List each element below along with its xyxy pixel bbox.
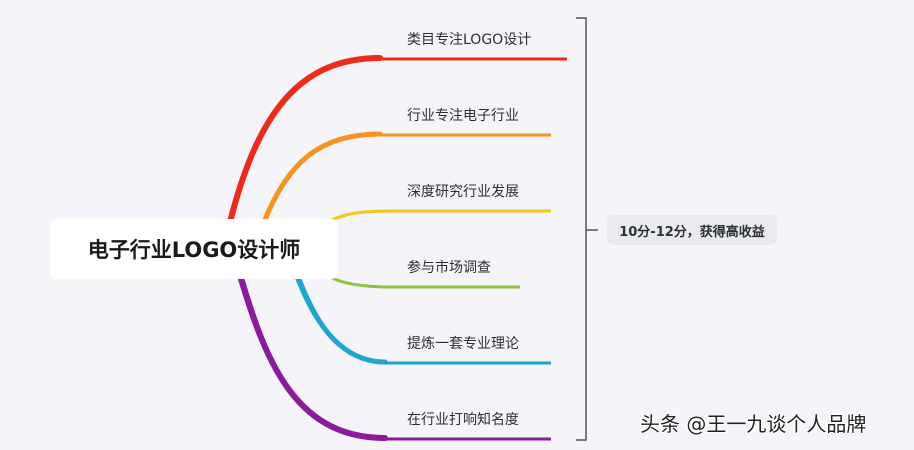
- branch-topic-6[interactable]: 在行业打响知名度: [407, 412, 519, 428]
- root-topic[interactable]: 电子行业LOGO设计师: [50, 219, 338, 279]
- branch-topic-2[interactable]: 行业专注电子行业: [407, 108, 519, 124]
- branch-topic-5[interactable]: 提炼一套专业理论: [407, 336, 519, 352]
- branch-topic-3[interactable]: 深度研究行业发展: [407, 184, 519, 200]
- summary-topic[interactable]: 10分-12分，获得高收益: [607, 215, 777, 245]
- branch-topic-4[interactable]: 参与市场调查: [407, 260, 491, 276]
- branch-connector-3: [331, 209, 551, 222]
- branch-connector-2: [264, 133, 551, 221]
- watermark: 头条 @王一九谈个人品牌: [640, 412, 867, 436]
- branch-connector-4: [331, 276, 520, 289]
- summary-label: 10分-12分，获得高收益: [619, 224, 765, 240]
- summary-bracket: [576, 17, 587, 441]
- root-topic-label: 电子行业LOGO设计师: [87, 238, 301, 262]
- branch-topic-1[interactable]: 类目专注LOGO设计: [407, 32, 532, 48]
